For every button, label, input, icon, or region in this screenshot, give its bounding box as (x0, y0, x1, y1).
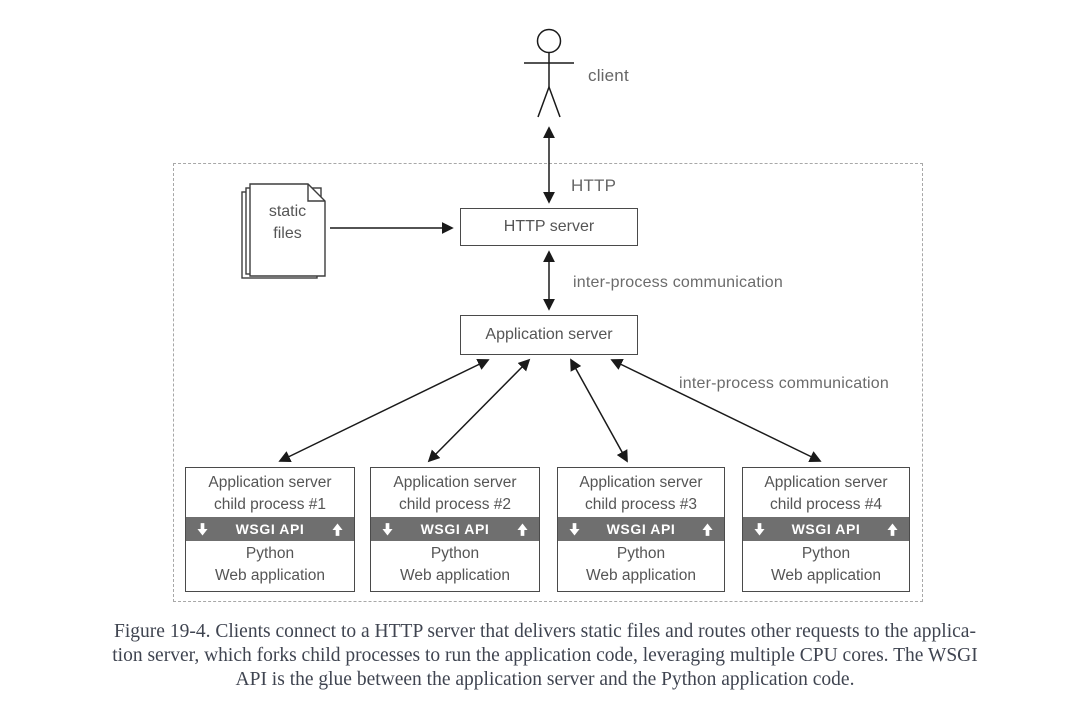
python-web-application: Python Web application (558, 541, 724, 591)
python-line2: Web application (214, 567, 325, 584)
child-process-box-1: Application server child process #1 WSGI… (185, 467, 355, 592)
static-files-label-line1: static (268, 203, 307, 220)
child-process-box-3: Application server child process #3 WSGI… (557, 467, 725, 592)
wsgi-api-label: WSGI API (235, 521, 305, 537)
child-title-line1: Application server (764, 474, 888, 491)
static-files-label-line2: files (273, 225, 302, 242)
caption-line1: Figure 19-4. Clients connect to a HTTP s… (114, 621, 976, 642)
child-process-title: Application server child process #4 (743, 468, 909, 517)
python-line1: Python (801, 545, 851, 562)
wsgi-up-arrow-icon (517, 523, 528, 536)
wsgi-up-arrow-icon (702, 523, 713, 536)
arrow-appserver-child2 (427, 358, 531, 463)
http-server-box: HTTP server (460, 208, 638, 246)
child-title-line2: child process #4 (769, 496, 882, 513)
wsgi-down-arrow-icon (382, 522, 393, 536)
application-server-label: Application server (485, 326, 613, 343)
wsgi-down-arrow-icon (754, 522, 765, 536)
python-line2: Web application (399, 567, 510, 584)
static-files-label: static files (250, 201, 325, 245)
wsgi-api-label: WSGI API (420, 521, 490, 537)
wsgi-down-arrow-icon (197, 522, 208, 536)
child-title-line2: child process #2 (398, 496, 511, 513)
python-line1: Python (430, 545, 480, 562)
arrow-appserver-child3 (570, 358, 628, 463)
arrow-appserver-child1 (278, 359, 490, 462)
client-label: client (588, 66, 629, 85)
static-files-document-stack-icon (241, 183, 326, 279)
wsgi-api-bar: WSGI API (558, 517, 724, 541)
ipc-label-bottom: inter-process communication (679, 375, 889, 392)
child-process-title: Application server child process #2 (371, 468, 539, 517)
python-line2: Web application (585, 567, 696, 584)
figure-caption: Figure 19-4. Clients connect to a HTTP s… (0, 620, 1090, 692)
wsgi-api-bar: WSGI API (371, 517, 539, 541)
wsgi-api-label: WSGI API (606, 521, 676, 537)
python-line2: Web application (770, 567, 881, 584)
http-protocol-label: HTTP (571, 176, 617, 195)
wsgi-up-arrow-icon (332, 523, 343, 536)
python-line1: Python (245, 545, 295, 562)
arrow-appserver-child4 (610, 359, 822, 462)
child-title-line1: Application server (393, 474, 517, 491)
caption-line2: tion server, which forks child processes… (112, 645, 978, 666)
wsgi-up-arrow-icon (887, 523, 898, 536)
wsgi-api-label: WSGI API (791, 521, 861, 537)
child-process-box-4: Application server child process #4 WSGI… (742, 467, 910, 592)
wsgi-api-bar: WSGI API (186, 517, 354, 541)
child-title-line2: child process #3 (584, 496, 697, 513)
http-server-label: HTTP server (503, 218, 595, 235)
wsgi-down-arrow-icon (569, 522, 580, 536)
child-title-line1: Application server (579, 474, 703, 491)
child-title-line2: child process #1 (213, 496, 326, 513)
python-line1: Python (616, 545, 666, 562)
child-process-title: Application server child process #1 (186, 468, 354, 517)
child-title-line1: Application server (208, 474, 332, 491)
caption-line3: API is the glue between the application … (235, 669, 855, 690)
child-process-title: Application server child process #3 (558, 468, 724, 517)
child-process-box-2: Application server child process #2 WSGI… (370, 467, 540, 592)
client-person-icon (524, 28, 574, 118)
wsgi-api-bar: WSGI API (743, 517, 909, 541)
python-web-application: Python Web application (743, 541, 909, 591)
application-server-box: Application server (460, 315, 638, 355)
python-web-application: Python Web application (186, 541, 354, 591)
ipc-label-top: inter-process communication (573, 274, 783, 291)
python-web-application: Python Web application (371, 541, 539, 591)
